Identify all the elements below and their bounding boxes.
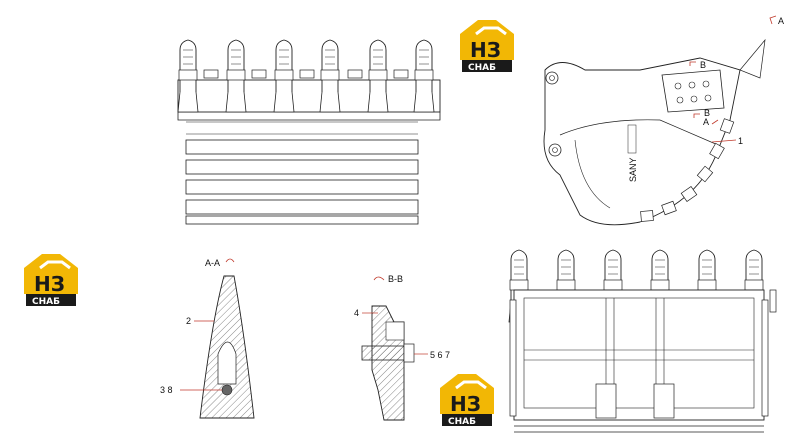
callout-b-top: B bbox=[700, 60, 706, 70]
callout-a-top: A bbox=[778, 16, 784, 26]
section-b-b: B-B 4 5 6 7 bbox=[354, 274, 450, 421]
logo-2-small-text: СНАБ bbox=[32, 297, 60, 307]
brand-mark: SANY bbox=[628, 157, 638, 182]
callout-part-38: 3 8 bbox=[160, 385, 173, 395]
callout-part-4: 4 bbox=[354, 308, 359, 318]
logo-3: НЗ СНАБ bbox=[438, 372, 496, 428]
callout-part-2: 2 bbox=[186, 316, 191, 326]
callout-part-1: 1 bbox=[738, 136, 743, 146]
logo-2: НЗ СНАБ bbox=[22, 252, 80, 308]
logo-1-big-text: НЗ bbox=[470, 38, 501, 62]
section-aa-title: A-A bbox=[205, 258, 220, 268]
logo-3-big-text: НЗ bbox=[450, 392, 481, 416]
wear-strips bbox=[185, 139, 419, 225]
callout-b-bottom: B bbox=[704, 108, 710, 118]
logo-1: НЗ СНАБ bbox=[458, 18, 516, 74]
logo-1-small-text: СНАБ bbox=[468, 63, 496, 73]
callout-part-567: 5 6 7 bbox=[430, 350, 450, 360]
side-view-bucket: SANY A B B A 1 bbox=[543, 15, 784, 226]
plan-view-bucket bbox=[508, 249, 777, 433]
logo-2-big-text: НЗ bbox=[34, 272, 65, 296]
logo-3-small-text: СНАБ bbox=[448, 417, 476, 427]
section-bb-title: B-B bbox=[388, 274, 403, 284]
callout-a-bottom: A bbox=[703, 117, 709, 127]
front-view-bucket bbox=[177, 39, 441, 225]
section-a-a: A-A 2 3 8 bbox=[160, 258, 255, 419]
